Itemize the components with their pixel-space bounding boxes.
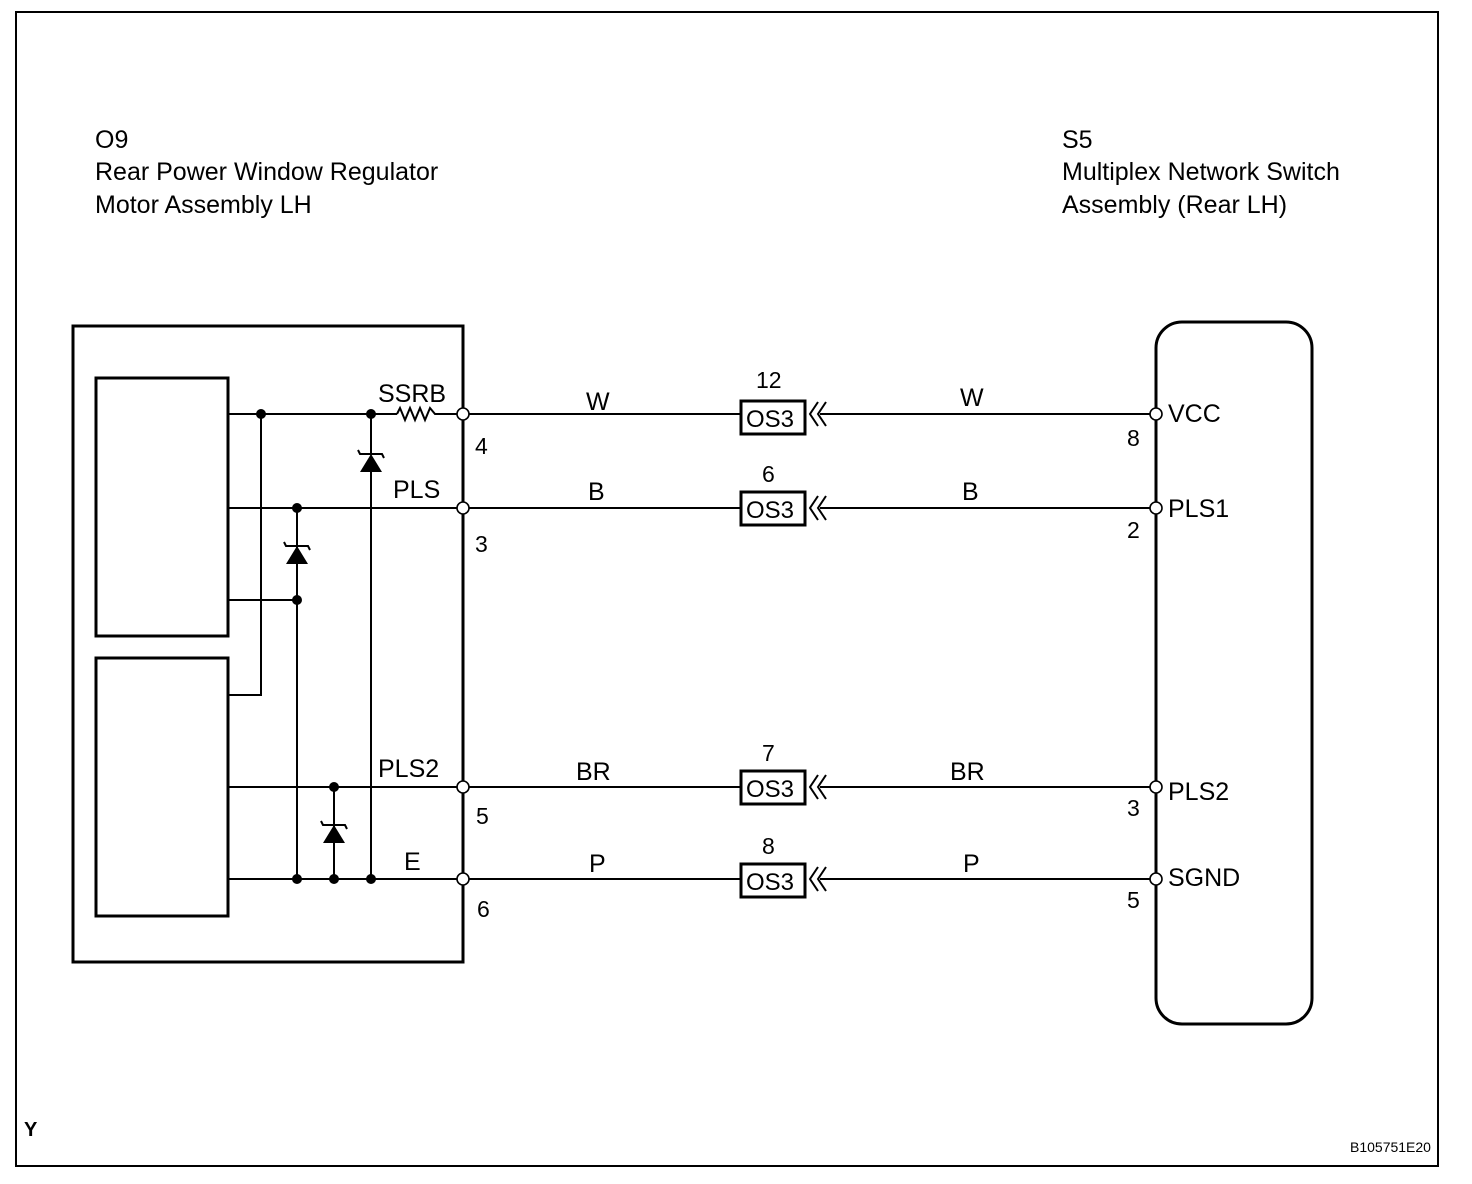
wire-color-left-row3: BR [576, 758, 611, 786]
right-pin-number-3: 3 [1127, 795, 1140, 821]
right-component-name-line1: Multiplex Network Switch [1062, 158, 1340, 186]
figure-code: B105751E20 [1350, 1139, 1431, 1155]
zener-diode-1 [357, 449, 385, 472]
wire-color-right-row3: BR [950, 758, 985, 786]
wire-color-right-row1: W [960, 384, 984, 412]
terminal-label-pls2-left: PLS2 [378, 755, 439, 783]
right-pin-number-5: 5 [1127, 887, 1140, 913]
connector-pin-row4: 8 [762, 833, 775, 859]
terminal-label-vcc: VCC [1168, 400, 1221, 428]
wire-color-left-row2: B [588, 478, 605, 506]
left-pin-number-6: 6 [477, 896, 490, 922]
connector-pin-row1: 12 [756, 367, 782, 393]
left-pin-number-5: 5 [476, 803, 489, 829]
terminal-label-pls2-right: PLS2 [1168, 778, 1229, 806]
left-component-id: O9 [95, 126, 128, 154]
corner-letter: Y [24, 1119, 38, 1141]
left-pin-number-3: 3 [475, 531, 488, 557]
right-component-box [1154, 320, 1314, 1026]
left-component-box [71, 324, 465, 964]
right-component-name-line2: Assembly (Rear LH) [1062, 191, 1287, 219]
connector-label-row1: OS3 [746, 406, 794, 433]
right-pin-number-2: 2 [1127, 517, 1140, 543]
terminal-label-sgnd: SGND [1168, 864, 1240, 892]
diagram-frame [15, 11, 1439, 1167]
terminal-label-ssrb: SSRB [378, 380, 446, 408]
terminal-label-e: E [404, 848, 421, 876]
zener-diode-3 [320, 820, 348, 843]
wire-row-1 [456, 399, 1163, 436]
connector-label-row3: OS3 [746, 776, 794, 803]
wire-row-3 [456, 769, 1163, 806]
wire-row-4 [456, 862, 1163, 899]
left-inner-block-upper [94, 376, 230, 638]
connector-label-row2: OS3 [746, 497, 794, 524]
wire-color-right-row2: B [962, 478, 979, 506]
wire-row-2 [456, 490, 1163, 527]
left-inner-block-lower [94, 656, 230, 918]
left-component-name-line1: Rear Power Window Regulator [95, 158, 438, 186]
connector-pin-row2: 6 [762, 461, 775, 487]
wire-color-right-row4: P [963, 850, 980, 878]
right-component-id: S5 [1062, 126, 1093, 154]
connector-pin-row3: 7 [762, 740, 775, 766]
terminal-label-pls1: PLS1 [1168, 495, 1229, 523]
wire-color-left-row1: W [586, 388, 610, 416]
connector-label-row4: OS3 [746, 869, 794, 896]
left-pin-number-4: 4 [475, 433, 488, 459]
terminal-label-pls: PLS [393, 476, 440, 504]
left-component-name-line2: Motor Assembly LH [95, 191, 312, 219]
zener-diode-2 [283, 541, 311, 564]
wire-color-left-row4: P [589, 850, 606, 878]
right-pin-number-8: 8 [1127, 425, 1140, 451]
